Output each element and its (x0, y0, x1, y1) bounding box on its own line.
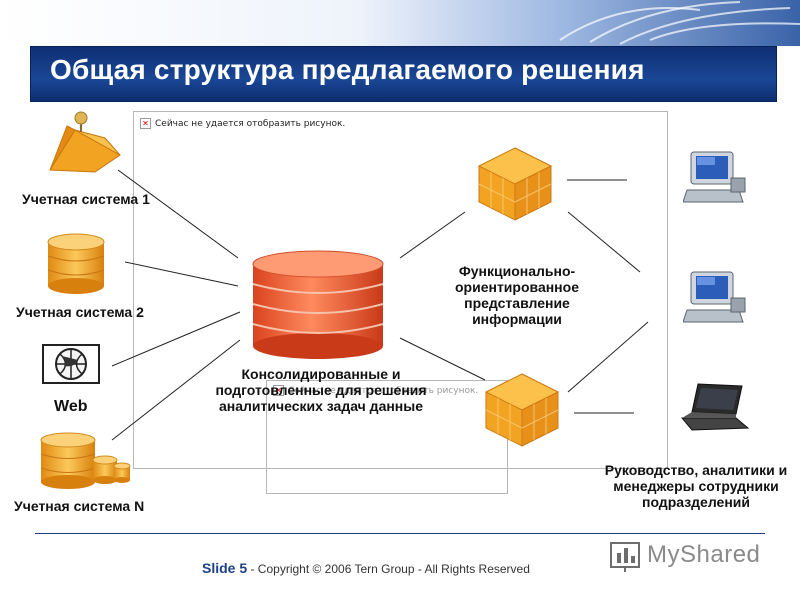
cube-icon (477, 147, 553, 221)
presentation-label: Функционально-ориентированное представле… (455, 263, 579, 327)
center-label: Консолидированные и подготовленные для р… (215, 366, 427, 414)
source-label-web: Web (54, 398, 88, 415)
source-label-1: Учетная система 1 (22, 191, 150, 207)
slide-number: Slide 5 (202, 560, 248, 576)
image-placeholder-main: ✕Сейчас не удается отобразить рисунок. (133, 111, 668, 469)
header-banner (0, 0, 800, 46)
database-icon (47, 233, 105, 294)
page-title: Общая структура предлагаемого решения (50, 54, 645, 85)
broken-image-notice: ✕Сейчас не удается отобразить рисунок. (140, 118, 345, 129)
broken-image-notice: ✕Сейчас не удается отобразить рисунок. (273, 385, 478, 396)
pyramid-icon (49, 111, 121, 173)
desktop-computer-icon (683, 271, 746, 323)
copyright-text: - Copyright © 2006 Tern Group - All Righ… (247, 562, 530, 576)
chart-logo-icon (610, 542, 640, 572)
cube-icon (484, 373, 560, 447)
title-bar (30, 46, 777, 102)
broken-image-icon: ✕ (140, 118, 151, 129)
watermark-text: MyShared (647, 541, 761, 568)
globe-icon (42, 344, 100, 384)
watermark: MyShared (605, 535, 765, 575)
footer-divider (35, 533, 765, 534)
desktop-computer-icon (683, 151, 746, 203)
database-cluster-icon (40, 432, 131, 489)
broken-image-icon: ✕ (273, 385, 284, 396)
source-label-2: Учетная система 2 (16, 304, 144, 320)
laptop-icon (680, 383, 750, 431)
source-label-n: Учетная система N (14, 498, 145, 514)
footer-copyright: Slide 5 - Copyright © 2006 Tern Group - … (202, 560, 530, 576)
database-cylinder-icon (252, 250, 384, 359)
consumers-label: Руководство, аналитики и менеджеры сотру… (604, 462, 788, 510)
